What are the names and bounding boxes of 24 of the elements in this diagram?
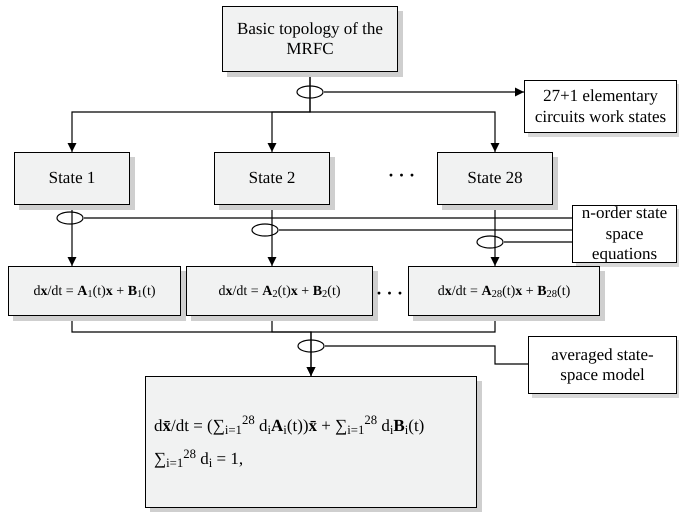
arrow [324, 88, 524, 96]
equation: dx̄/dt = (∑$_{i=1}$$^{28}$ d$_{i}$A$_{i}$(t))x̄ + ∑$_{i=1}$$^{28}$ d$_{i}$B$_{i}$(t) [154, 414, 424, 436]
box-label: 27+1 elementary circuits work states [534, 86, 668, 127]
equation: dx/dt = A$_{28}$(t)x + B$_{28}$(t) [438, 282, 570, 302]
equation: dx/dt = A$_{2}$(t)x + B$_{2}$(t) [218, 282, 340, 302]
connector-line [279, 229, 572, 231]
ellipse-marker [56, 211, 84, 225]
connector-line [504, 241, 572, 243]
equation: dx/dt = A$_{1}$(t)x + B$_{1}$(t) [34, 282, 156, 302]
box-label: State 28 [467, 168, 523, 189]
connector-line [325, 345, 528, 365]
ellipse-marker [476, 235, 504, 249]
ellipsis-dots: · · · [376, 284, 404, 302]
box-label: averaged state-space model [550, 344, 655, 386]
equation: ∑$_{i=1}$$^{28}$ d$_{i}$ = 1, [154, 448, 244, 470]
box-label: State 1 [48, 168, 96, 189]
box-label: State 2 [248, 168, 296, 189]
ellipse-marker [251, 223, 279, 237]
ellipsis-dots: · · · [388, 166, 416, 184]
ellipse-marker [297, 339, 325, 353]
connector-line [84, 217, 572, 219]
ellipse-marker [296, 85, 324, 99]
box-label: n-order state space equations [580, 203, 668, 265]
box-label: Basic topology of the MRFC [236, 18, 384, 60]
